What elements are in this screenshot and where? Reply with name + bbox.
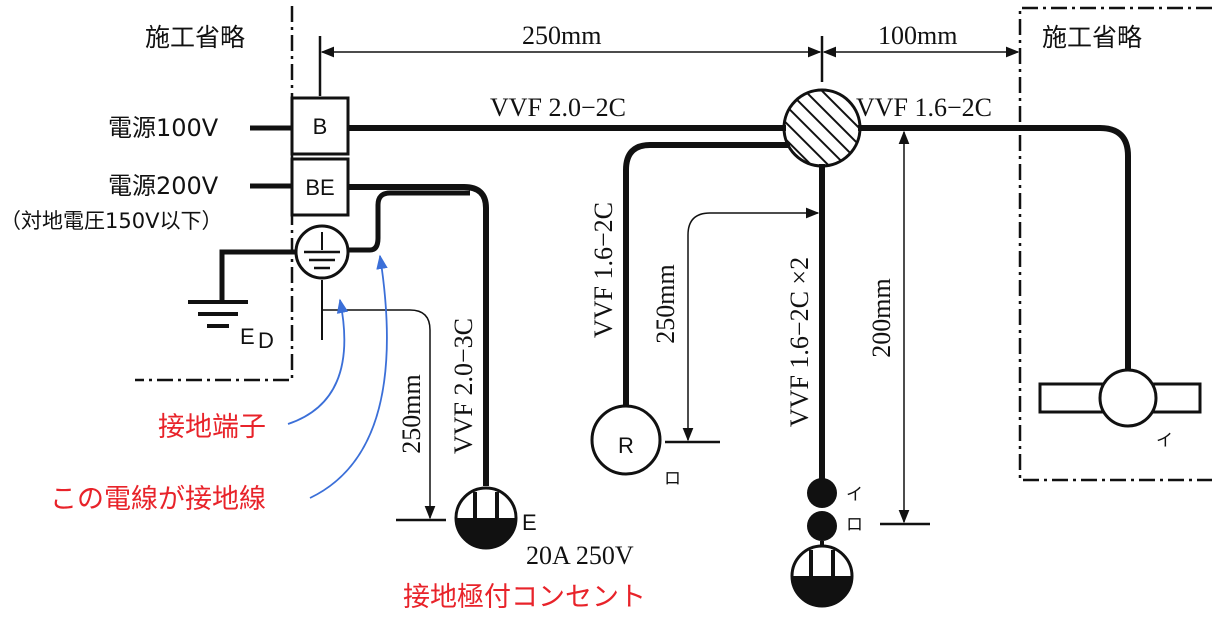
wire-right-box-to-lamp: [858, 125, 1131, 370]
annotation-ground-wire: この電線が接地線: [50, 484, 266, 515]
switch-ro-label: ロ: [846, 515, 863, 535]
ground-ed-subscript: D: [258, 328, 274, 353]
annotation-arrow-ground-terminal: [287, 298, 349, 425]
lamp-r-symbol: [590, 404, 662, 476]
annotation-ground-receptacle: 接地極付コンセント: [403, 582, 646, 613]
cable-label-right: VVF 1.6−2C: [856, 93, 992, 122]
lamp-r-switch-label: ロ: [664, 469, 681, 489]
grounded-receptacle-symbol: [454, 486, 518, 550]
ground-lead-wire: [219, 249, 296, 300]
annotation-arrow-ground-wire: [309, 254, 388, 499]
dim-leader-receptacle: [322, 309, 436, 520]
breaker-b: B: [290, 96, 350, 156]
dim-label-right: 200mm: [867, 278, 896, 357]
power-200v-label: 電源200V: [108, 172, 219, 200]
cable-label-main: VVF 2.0−2C: [490, 93, 626, 122]
wire-be-to-receptacle: [348, 184, 489, 486]
breaker-be-label: BE: [305, 175, 334, 200]
dim-leader-r: [682, 207, 820, 442]
junction-box: [782, 88, 862, 168]
earth-ground-symbol: [188, 300, 248, 328]
dim-label-250-top: 250mm: [522, 21, 601, 50]
lamp-i-label: イ: [1156, 431, 1173, 451]
cable-label-receptacle: VVF 2.0−3C: [449, 318, 478, 454]
cable-label-switch: VVF 1.6−2C ×2: [785, 257, 814, 427]
breaker-be: BE: [290, 157, 350, 217]
dim-label-100-top: 100mm: [878, 21, 957, 50]
switch-i-symbol: [807, 478, 837, 508]
omitted-region-right-border: [1018, 6, 1212, 482]
switch-i-label: イ: [846, 485, 863, 505]
power-200v-note: （対地電圧150V以下）: [0, 209, 222, 233]
wire-r-lamp: [623, 142, 790, 408]
cable-label-r-lamp: VVF 1.6−2C: [589, 202, 618, 338]
omitted-label-left: 施工省略: [145, 23, 245, 52]
wire-ground-to-be: [348, 190, 470, 253]
power-100v-label: 電源100V: [108, 114, 219, 142]
switch-ro-symbol: [807, 511, 837, 541]
ground-terminal-symbol: [294, 224, 350, 280]
omitted-label-right: 施工省略: [1042, 23, 1142, 52]
dim-label-receptacle: 250mm: [397, 374, 426, 453]
lamp-i-symbol: [1038, 368, 1202, 428]
lamp-r-label: R: [618, 433, 634, 458]
receptacle-ground-label: E: [522, 510, 537, 535]
switch-receptacle-symbol: [790, 541, 854, 608]
dim-label-r: 250mm: [651, 264, 680, 343]
receptacle-rating: 20A 250V: [526, 541, 634, 570]
ground-ed-label: E: [240, 324, 255, 349]
breaker-b-label: B: [313, 114, 328, 139]
annotation-ground-terminal: 接地端子: [158, 412, 266, 443]
